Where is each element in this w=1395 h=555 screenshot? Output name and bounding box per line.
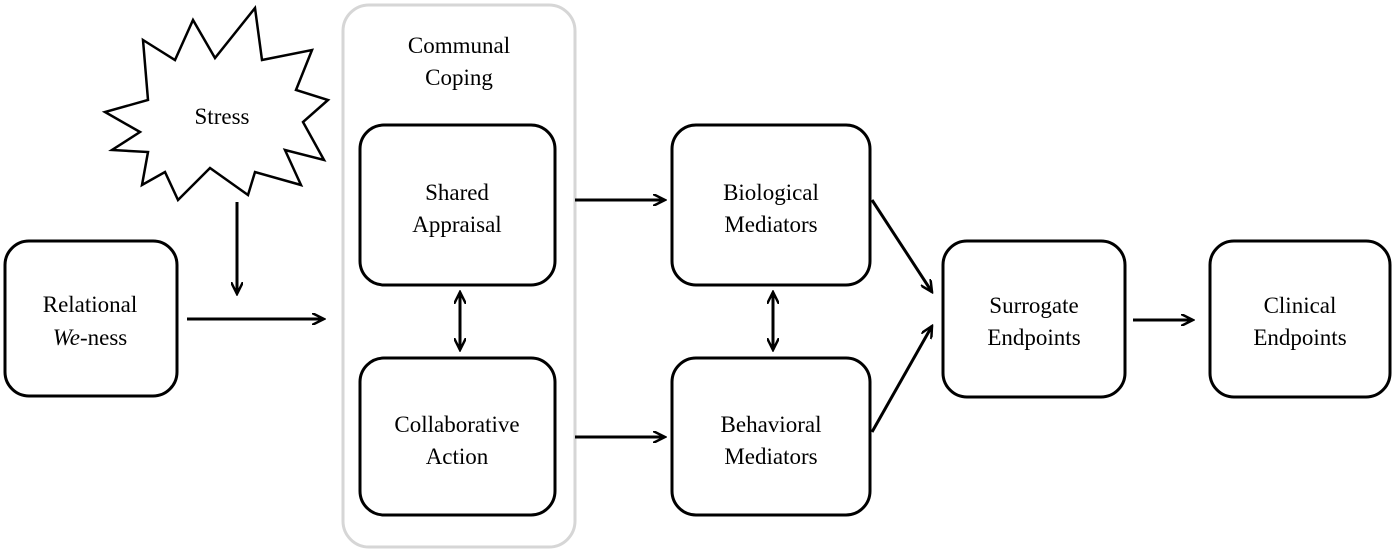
relational-weness-line1: Relational bbox=[43, 292, 138, 317]
clinical-endpoints-box bbox=[1208, 239, 1392, 399]
relational-weness-box bbox=[3, 239, 179, 398]
shared-appraisal-box bbox=[358, 123, 557, 287]
surrogate-endpoints-box bbox=[941, 239, 1127, 399]
surrogate-endpoints-line2: Endpoints bbox=[987, 325, 1080, 350]
collaborative-action-line1: Collaborative bbox=[394, 412, 519, 437]
clinical-endpoints-line1: Clinical bbox=[1264, 293, 1337, 318]
arrow-behavioral-to-surrogate bbox=[870, 326, 932, 433]
relational-weness-we: We bbox=[53, 325, 80, 350]
shared-appraisal-line2: Appraisal bbox=[412, 212, 501, 237]
behavioral-mediators-line1: Behavioral bbox=[721, 412, 822, 437]
shared-appraisal-line1: Shared bbox=[425, 180, 489, 205]
stress-starburst bbox=[101, 4, 331, 203]
relational-weness-ness: -ness bbox=[80, 325, 127, 350]
behavioral-mediators-line2: Mediators bbox=[724, 444, 817, 469]
communal-coping-label-line1: Communal bbox=[408, 33, 510, 58]
biological-mediators-box bbox=[670, 123, 872, 287]
stress-label: Stress bbox=[195, 104, 250, 129]
behavioral-mediators-box bbox=[670, 356, 872, 517]
clinical-endpoints-line2: Endpoints bbox=[1253, 325, 1346, 350]
arrow-biological-to-surrogate bbox=[870, 199, 932, 292]
biological-mediators-line1: Biological bbox=[723, 180, 819, 205]
relational-weness-line2: We-ness bbox=[53, 325, 128, 350]
collaborative-action-box bbox=[358, 356, 557, 517]
communal-coping-label-line2: Coping bbox=[425, 65, 493, 90]
biological-mediators-line2: Mediators bbox=[724, 212, 817, 237]
surrogate-endpoints-line1: Surrogate bbox=[989, 293, 1078, 318]
collaborative-action-line2: Action bbox=[426, 444, 489, 469]
